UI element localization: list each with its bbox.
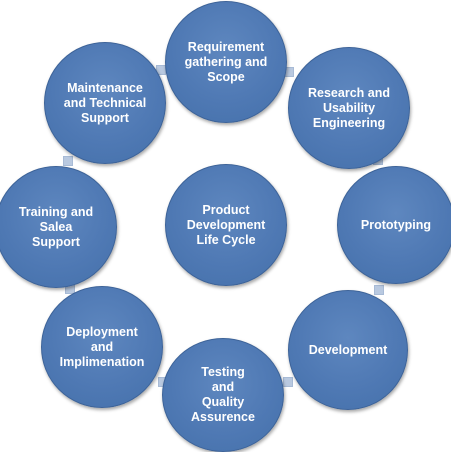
connector	[63, 156, 73, 166]
node-label: Prototyping	[360, 217, 432, 232]
node-maintenance: Maintenance and Technical Support	[44, 42, 166, 164]
node-label: Development	[308, 342, 388, 357]
node-research: Research and Usability Engineering	[288, 47, 410, 169]
node-label: Research and Usability Engineering	[308, 85, 390, 130]
node-deployment: Deployment and Implimenation	[41, 286, 163, 408]
node-development: Development	[288, 290, 408, 410]
node-label: Deployment and Implimenation	[59, 324, 145, 369]
connector	[374, 285, 384, 295]
node-label: Requirement gathering and Scope	[184, 39, 268, 84]
connector	[283, 377, 293, 387]
node-training: Training and Salea Support	[0, 166, 117, 288]
center-node: Product Development Life Cycle	[165, 164, 287, 286]
node-label: Training and Salea Support	[18, 204, 94, 249]
center-label: Product Development Life Cycle	[186, 202, 266, 247]
node-testing: Testing and Quality Assurence	[162, 338, 284, 452]
node-label: Maintenance and Technical Support	[63, 80, 147, 125]
node-requirement: Requirement gathering and Scope	[165, 1, 287, 123]
node-label: Testing and Quality Assurence	[191, 365, 255, 424]
node-prototyping: Prototyping	[337, 166, 451, 284]
